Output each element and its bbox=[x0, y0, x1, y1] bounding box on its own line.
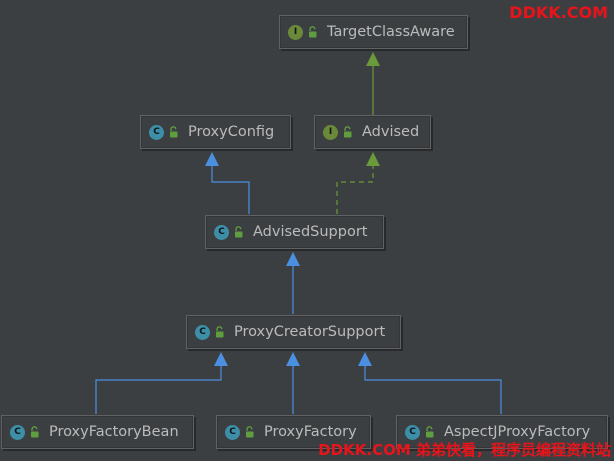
interface-i-icon: I bbox=[323, 124, 338, 140]
node-label: ProxyFactoryBean bbox=[49, 424, 179, 440]
arrowhead-proxyconfig bbox=[205, 152, 219, 166]
node-advised-support[interactable]: C AdvisedSupport bbox=[205, 215, 384, 249]
unlock-icon bbox=[170, 126, 178, 138]
arrowhead-targetclassaware bbox=[366, 52, 380, 66]
edge-advisedsupport-to-proxyconfig bbox=[211, 166, 250, 214]
arrowhead-pcs-right bbox=[358, 352, 372, 366]
unlock-icon bbox=[426, 426, 434, 438]
node-label: AspectJProxyFactory bbox=[444, 424, 591, 440]
edge-proxyfactorybean-to-proxycreatorsupport bbox=[95, 366, 222, 414]
arrowhead-pcs-center bbox=[286, 352, 300, 366]
unlock-icon bbox=[216, 326, 224, 338]
class-c-icon: C bbox=[149, 124, 164, 140]
arrowhead-advised bbox=[366, 152, 380, 166]
arrowhead-pcs-left bbox=[214, 352, 228, 366]
node-target-class-aware[interactable]: I TargetClassAware bbox=[279, 15, 468, 49]
node-label: ProxyCreatorSupport bbox=[234, 324, 386, 340]
unlock-icon bbox=[31, 426, 39, 438]
node-aspectj-proxy-factory[interactable]: C AspectJProxyFactory bbox=[396, 415, 608, 449]
node-proxy-creator-support[interactable]: C ProxyCreatorSupport bbox=[186, 315, 401, 349]
watermark-bottom: DDKK.COM 弟弟快看，程序员编程资料站 bbox=[318, 441, 611, 459]
node-label: Advised bbox=[362, 124, 420, 140]
class-c-icon: C bbox=[195, 324, 210, 340]
edges bbox=[95, 52, 502, 414]
unlock-icon bbox=[246, 426, 254, 438]
unlock-icon bbox=[344, 126, 352, 138]
node-label: TargetClassAware bbox=[327, 24, 455, 40]
watermark-top: DDKK.COM bbox=[509, 3, 608, 22]
class-c-icon: C bbox=[225, 424, 240, 440]
class-c-icon: C bbox=[214, 224, 229, 240]
unlock-icon bbox=[235, 226, 243, 238]
node-advised[interactable]: I Advised bbox=[314, 115, 431, 149]
edge-aspectjproxyfactory-to-proxycreatorsupport bbox=[364, 366, 502, 414]
unlock-icon bbox=[309, 26, 317, 38]
node-proxy-factory-bean[interactable]: C ProxyFactoryBean bbox=[1, 415, 194, 449]
interface-i-icon: I bbox=[288, 24, 303, 40]
node-label: AdvisedSupport bbox=[253, 224, 368, 240]
class-c-icon: C bbox=[405, 424, 420, 440]
arrowhead-advisedsupport bbox=[286, 252, 300, 266]
node-proxy-factory[interactable]: C ProxyFactory bbox=[216, 415, 371, 449]
node-label: ProxyFactory bbox=[264, 424, 357, 440]
node-label: ProxyConfig bbox=[188, 124, 275, 140]
edge-advisedsupport-to-advised bbox=[336, 166, 374, 214]
node-proxy-config[interactable]: C ProxyConfig bbox=[140, 115, 291, 149]
class-c-icon: C bbox=[10, 424, 25, 440]
